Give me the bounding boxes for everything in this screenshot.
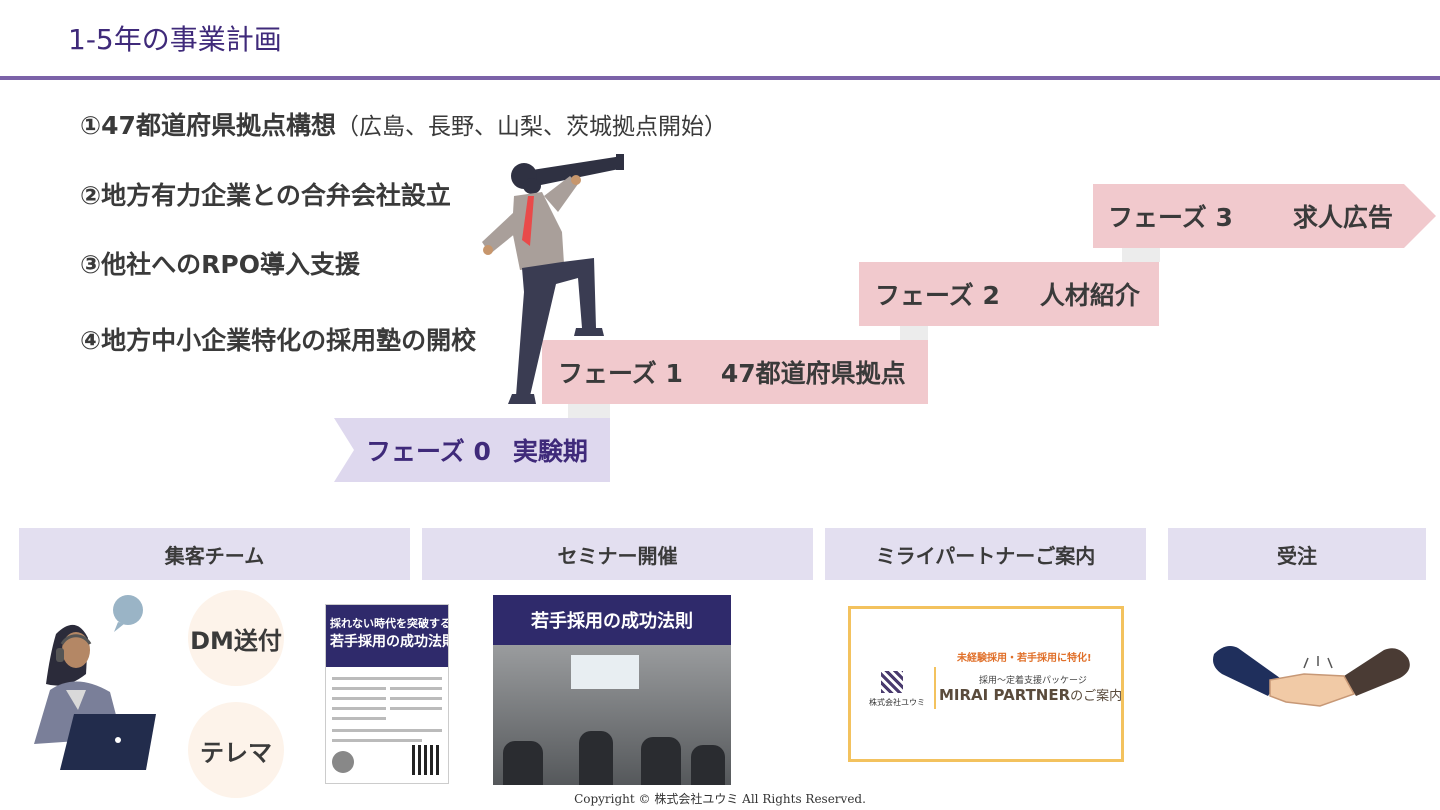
phase-0-desc: 実験期: [512, 437, 588, 466]
stage-order: 受注: [1168, 528, 1426, 580]
flyer-line: [332, 729, 442, 732]
flyer-line: [390, 697, 442, 700]
seminar-photo-panel: 若手採用の成功法則: [493, 595, 731, 785]
attendee-silhouette: [641, 737, 681, 785]
phase-1-step: フェーズ 1 47都道府県拠点: [542, 340, 928, 404]
flyer-line: [332, 717, 386, 720]
page-title: 1-5年の事業計画: [68, 23, 282, 56]
brochure-name-suffix: のご案内: [1070, 689, 1123, 704]
company-logo-icon: [881, 671, 903, 693]
phase-3-desc: 求人広告: [1292, 203, 1393, 232]
goal-1: ①47都道府県拠点構想（広島、長野、山梨、茨城拠点開始）: [80, 106, 727, 142]
phase-3-step: フェーズ 3 求人広告: [1093, 184, 1436, 248]
mirai-partner-brochure: 株式会社ユウミ 未経験採用・若手採用に特化! 採用〜定着支援パッケージ MIRA…: [848, 606, 1124, 762]
operator-illustration: [34, 595, 156, 770]
flyer-header-band: [326, 605, 448, 667]
phase-1-desc: 47都道府県拠点: [720, 359, 906, 388]
flyer-headline-1: 採れない時代を突破する！: [330, 617, 449, 630]
stair-shadow-2: [900, 326, 928, 340]
brochure-company: 株式会社ユウミ: [869, 698, 925, 707]
phase-0-label: フェーズ 0: [366, 437, 491, 466]
goal-4-main: ④地方中小企業特化の採用塾の開校: [80, 326, 477, 355]
seminar-flyer: 採れない時代を突破する！ 若手採用の成功法則: [325, 604, 449, 784]
businessman-telescope-illustration: [482, 154, 624, 404]
flyer-line: [332, 697, 386, 700]
flyer-line: [390, 687, 442, 690]
copyright-footer: Copyright © 株式会社ユウミ All Rights Reserved.: [574, 792, 866, 806]
flyer-line: [332, 739, 422, 742]
flyer-headline-2: 若手採用の成功法則: [330, 634, 449, 650]
stair-shadow-3: [1122, 248, 1160, 262]
stage-seminar: セミナー開催: [422, 528, 813, 580]
stage-customer-acquisition: 集客チーム: [19, 528, 410, 580]
brochure-name: MIRAI PARTNER: [939, 686, 1071, 704]
goal-3-main: ③他社へのRPO導入支援: [80, 250, 360, 279]
brochure-divider: [934, 667, 936, 709]
handshake-icon: [1213, 646, 1410, 707]
flyer-line: [332, 707, 386, 710]
dm-mailing-badge: DM送付: [188, 590, 284, 686]
attendee-silhouette: [503, 741, 543, 785]
goal-1-main: ①47都道府県拠点構想: [80, 111, 336, 140]
phase-2-step: フェーズ 2 人材紹介: [859, 262, 1159, 326]
seminar-room-photo: [493, 645, 731, 785]
phase-2-label: フェーズ 2: [875, 281, 1000, 310]
brochure-tagline: 未経験採用・若手採用に特化!: [957, 653, 1092, 664]
flyer-line: [332, 687, 386, 690]
phase-1-label: フェーズ 1: [558, 359, 683, 388]
brochure-title: MIRAI PARTNERのご案内: [939, 685, 1122, 704]
brochure-package: 採用〜定着支援パッケージ: [979, 676, 1087, 686]
title-divider: [0, 76, 1440, 80]
stage-mirai-partner: ミライパートナーご案内: [825, 528, 1146, 580]
telemarketing-badge: テレマ: [188, 702, 284, 798]
goal-1-sub: （広島、長野、山梨、茨城拠点開始）: [335, 114, 727, 140]
flyer-line: [332, 677, 442, 680]
attendee-silhouette: [579, 731, 613, 785]
goal-3: ③他社へのRPO導入支援: [80, 245, 360, 281]
phase-2-desc: 人材紹介: [1039, 281, 1140, 310]
phase-3-label: フェーズ 3: [1108, 203, 1233, 232]
flyer-line: [390, 707, 442, 710]
projector-screen: [571, 655, 639, 689]
phase-0-step: フェーズ 0 実験期: [334, 418, 610, 482]
flyer-qr-code-icon: [412, 745, 442, 775]
flyer-speaker-photo: [332, 751, 354, 773]
goal-4: ④地方中小企業特化の採用塾の開校: [80, 321, 476, 357]
goal-2-main: ②地方有力企業との合弁会社設立: [80, 181, 451, 210]
goal-2: ②地方有力企業との合弁会社設立: [80, 176, 451, 212]
attendee-silhouette: [691, 745, 725, 785]
seminar-heading: 若手採用の成功法則: [493, 595, 731, 645]
stair-shadow-1: [568, 404, 610, 420]
